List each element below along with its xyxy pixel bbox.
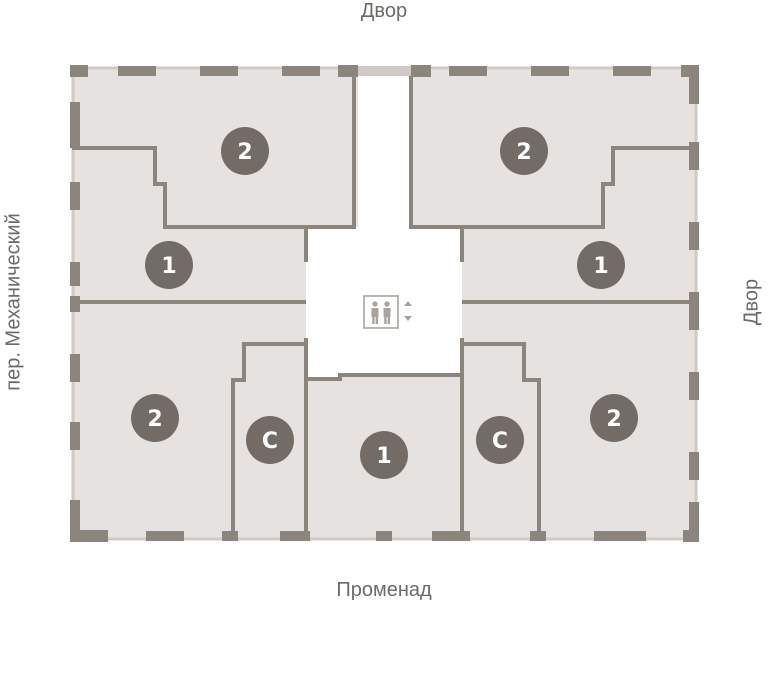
unit-label: 2 — [606, 407, 621, 432]
unit-label: 1 — [593, 254, 608, 279]
unit-badge: 2 — [590, 394, 638, 442]
unit-badge: 2 — [221, 127, 269, 175]
unit-badge: 1 — [145, 241, 193, 289]
label-bottom-promenade: Променад — [336, 579, 432, 601]
corridor-window — [358, 66, 411, 76]
unit-label: С — [492, 429, 508, 454]
elevator-icon — [363, 295, 399, 329]
unit-label: 2 — [237, 140, 252, 165]
corridor-top — [358, 67, 411, 227]
elevator-hall — [306, 227, 462, 379]
unit-label: 2 — [516, 140, 531, 165]
unit-badge: С — [476, 416, 524, 464]
unit-badge: 2 — [500, 127, 548, 175]
unit-label: 2 — [147, 407, 162, 432]
label-top-courtyard: Двор — [360, 0, 408, 22]
unit-label: 1 — [161, 254, 176, 279]
unit-badge: 2 — [131, 394, 179, 442]
up-down-arrows-icon — [404, 301, 412, 321]
outer-wall-piers — [70, 65, 699, 542]
unit-badge: 1 — [360, 431, 408, 479]
unit-badge: С — [246, 416, 294, 464]
unit-label: 1 — [376, 444, 391, 469]
unit-badge: 1 — [577, 241, 625, 289]
interior-walls — [72, 76, 697, 531]
unit-label: С — [262, 429, 278, 454]
